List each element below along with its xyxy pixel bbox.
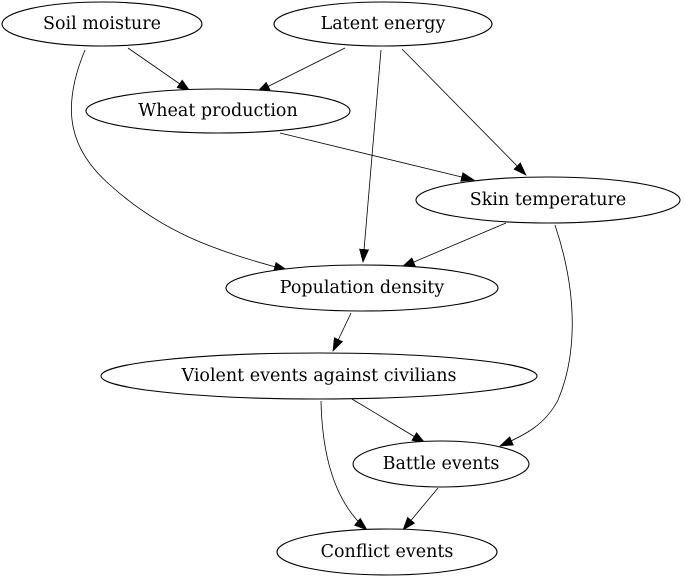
edge-population-density-to-violent-events [332,312,352,352]
edge-wheat-production-to-skin-temperature [279,132,475,182]
edge-latent-energy-to-population-density [359,49,382,263]
node-violent-events-against-civilians: Violent events against civilians [100,352,538,400]
node-label-wheat-production: Wheat production [138,101,297,121]
node-latent-energy: Latent energy [273,1,493,47]
edge-violent-events-to-battle-events [351,398,426,444]
node-conflict-events: Conflict events [276,528,498,576]
edge-skin-temperature-to-battle-events [499,224,573,447]
node-label-violent-events-against-civilians: Violent events against civilians [180,366,456,386]
node-label-latent-energy: Latent energy [321,14,446,34]
node-population-density: Population density [225,264,499,312]
node-battle-events: Battle events [352,440,530,488]
node-wheat-production: Wheat production [85,88,351,134]
edge-latent-energy-to-wheat-production [256,47,346,93]
edge-battle-events-to-conflict-events [402,487,439,531]
edge-latent-energy-to-skin-temperature [401,48,527,176]
node-label-soil-moisture: Soil moisture [43,14,161,34]
edge-skin-temperature-to-population-density [401,222,507,268]
node-skin-temperature: Skin temperature [415,176,681,224]
edge-soil-moisture-to-wheat-production [127,47,191,92]
node-soil-moisture: Soil moisture [1,1,203,47]
edge-soil-moisture-to-population-density [71,49,288,272]
node-label-battle-events: Battle events [383,454,500,474]
node-label-population-density: Population density [280,278,445,298]
node-label-conflict-events: Conflict events [321,542,454,562]
node-label-skin-temperature: Skin temperature [470,190,626,210]
edge-violent-events-to-conflict-events [320,400,368,531]
